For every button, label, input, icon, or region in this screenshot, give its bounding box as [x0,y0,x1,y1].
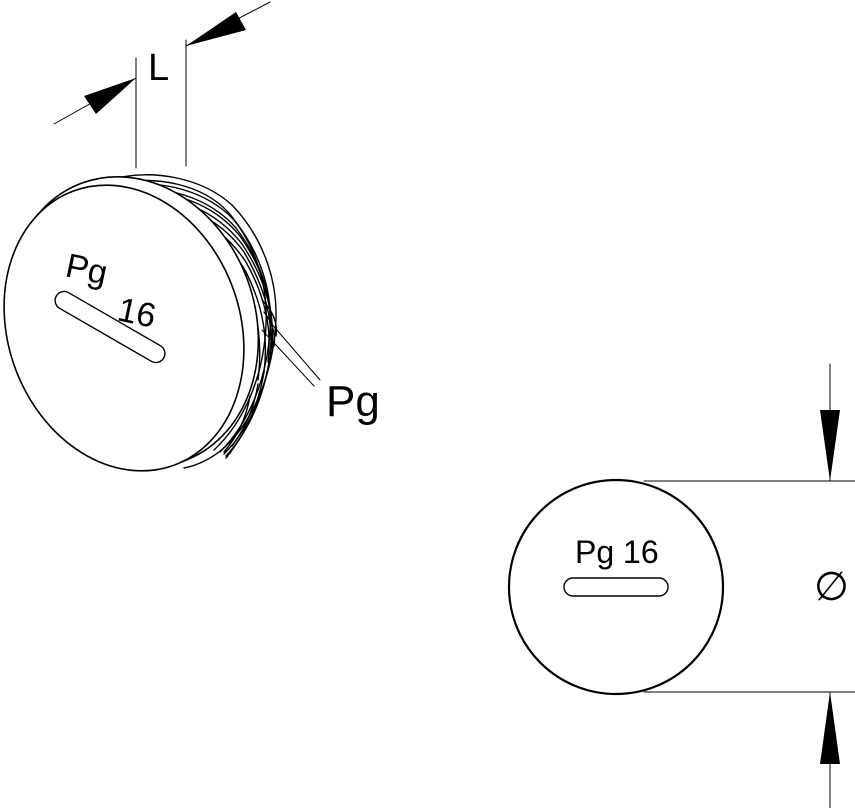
cap-stamp-size: Pg [62,247,111,293]
diameter-dimension: ∅ [643,363,855,808]
length-arrow-left [84,78,136,114]
front-stamp-text: Pg 16 [575,534,659,570]
diameter-arrow-top [820,410,840,481]
thread-callout: Pg [261,321,380,426]
plug-front-view: Pg 16 [507,478,725,696]
cap-face [3,184,245,472]
front-cap-circle [507,478,725,696]
cap-slot [54,290,166,364]
length-arrow-right [186,12,246,46]
diameter-symbol: ∅ [814,565,849,609]
thread-label: Pg [326,377,380,426]
front-slot [563,577,669,597]
cap-stamp-number: 16 [114,291,159,336]
length-label: L [148,47,169,89]
plug-isometric-view: Pg 16 [3,174,278,472]
diameter-arrow-bottom [820,692,840,764]
length-dimension: L [53,1,271,169]
